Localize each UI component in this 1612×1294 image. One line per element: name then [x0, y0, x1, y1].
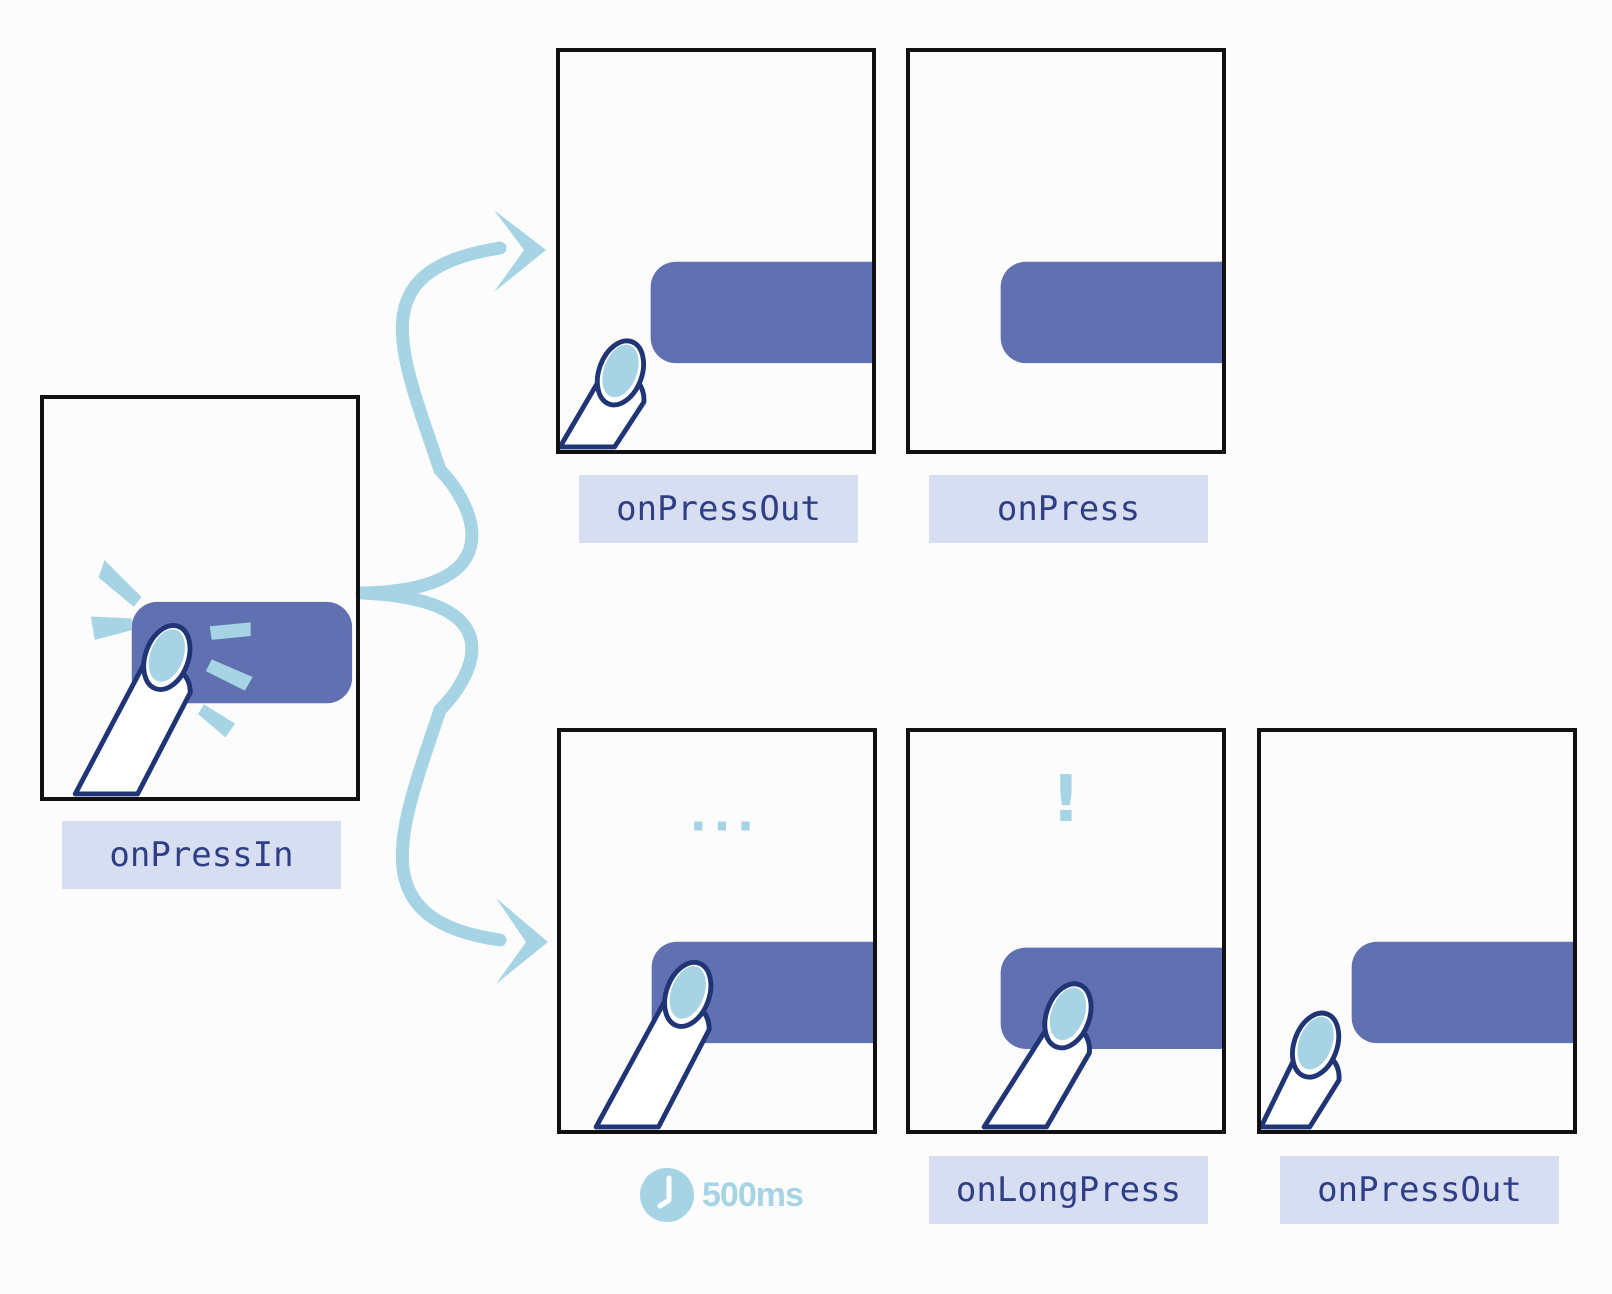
- waiting-dots: ...: [689, 789, 760, 843]
- clock-icon: [640, 1168, 694, 1222]
- finger-icon: [72, 623, 193, 797]
- arrow-down-head: [496, 898, 548, 984]
- arrow-down-path: [355, 586, 507, 947]
- button-shape: [650, 261, 872, 364]
- panel-long-press-wait: ...: [557, 728, 877, 1134]
- press-burst-icon: [90, 559, 253, 738]
- button-shape: [1000, 947, 1222, 1049]
- finger-icon: [560, 338, 647, 450]
- label-on-press-in: onPressIn: [62, 821, 341, 889]
- button-shape: [1351, 941, 1573, 1044]
- label-on-press-out-top: onPressOut: [579, 475, 858, 543]
- arrow-up-head: [494, 210, 546, 292]
- panel-press: [906, 48, 1226, 454]
- arrow-up-path: [355, 241, 507, 600]
- timer-indicator: 500ms: [640, 1168, 804, 1222]
- panel-press-out-bottom: [1257, 728, 1577, 1134]
- button-shape: [1000, 261, 1222, 364]
- label-on-press: onPress: [929, 475, 1208, 543]
- panel-long-press: !: [906, 728, 1226, 1134]
- alert-mark: !: [1051, 762, 1080, 837]
- finger-icon: [981, 981, 1094, 1130]
- finger-icon: [593, 959, 714, 1130]
- label-on-press-out-bottom: onPressOut: [1280, 1156, 1559, 1224]
- label-on-long-press: onLongPress: [929, 1156, 1208, 1224]
- panel-press-out-top: [556, 48, 876, 454]
- finger-icon: [1261, 1010, 1342, 1130]
- timer-text: 500ms: [702, 1175, 804, 1214]
- panel-press-in: [40, 395, 360, 801]
